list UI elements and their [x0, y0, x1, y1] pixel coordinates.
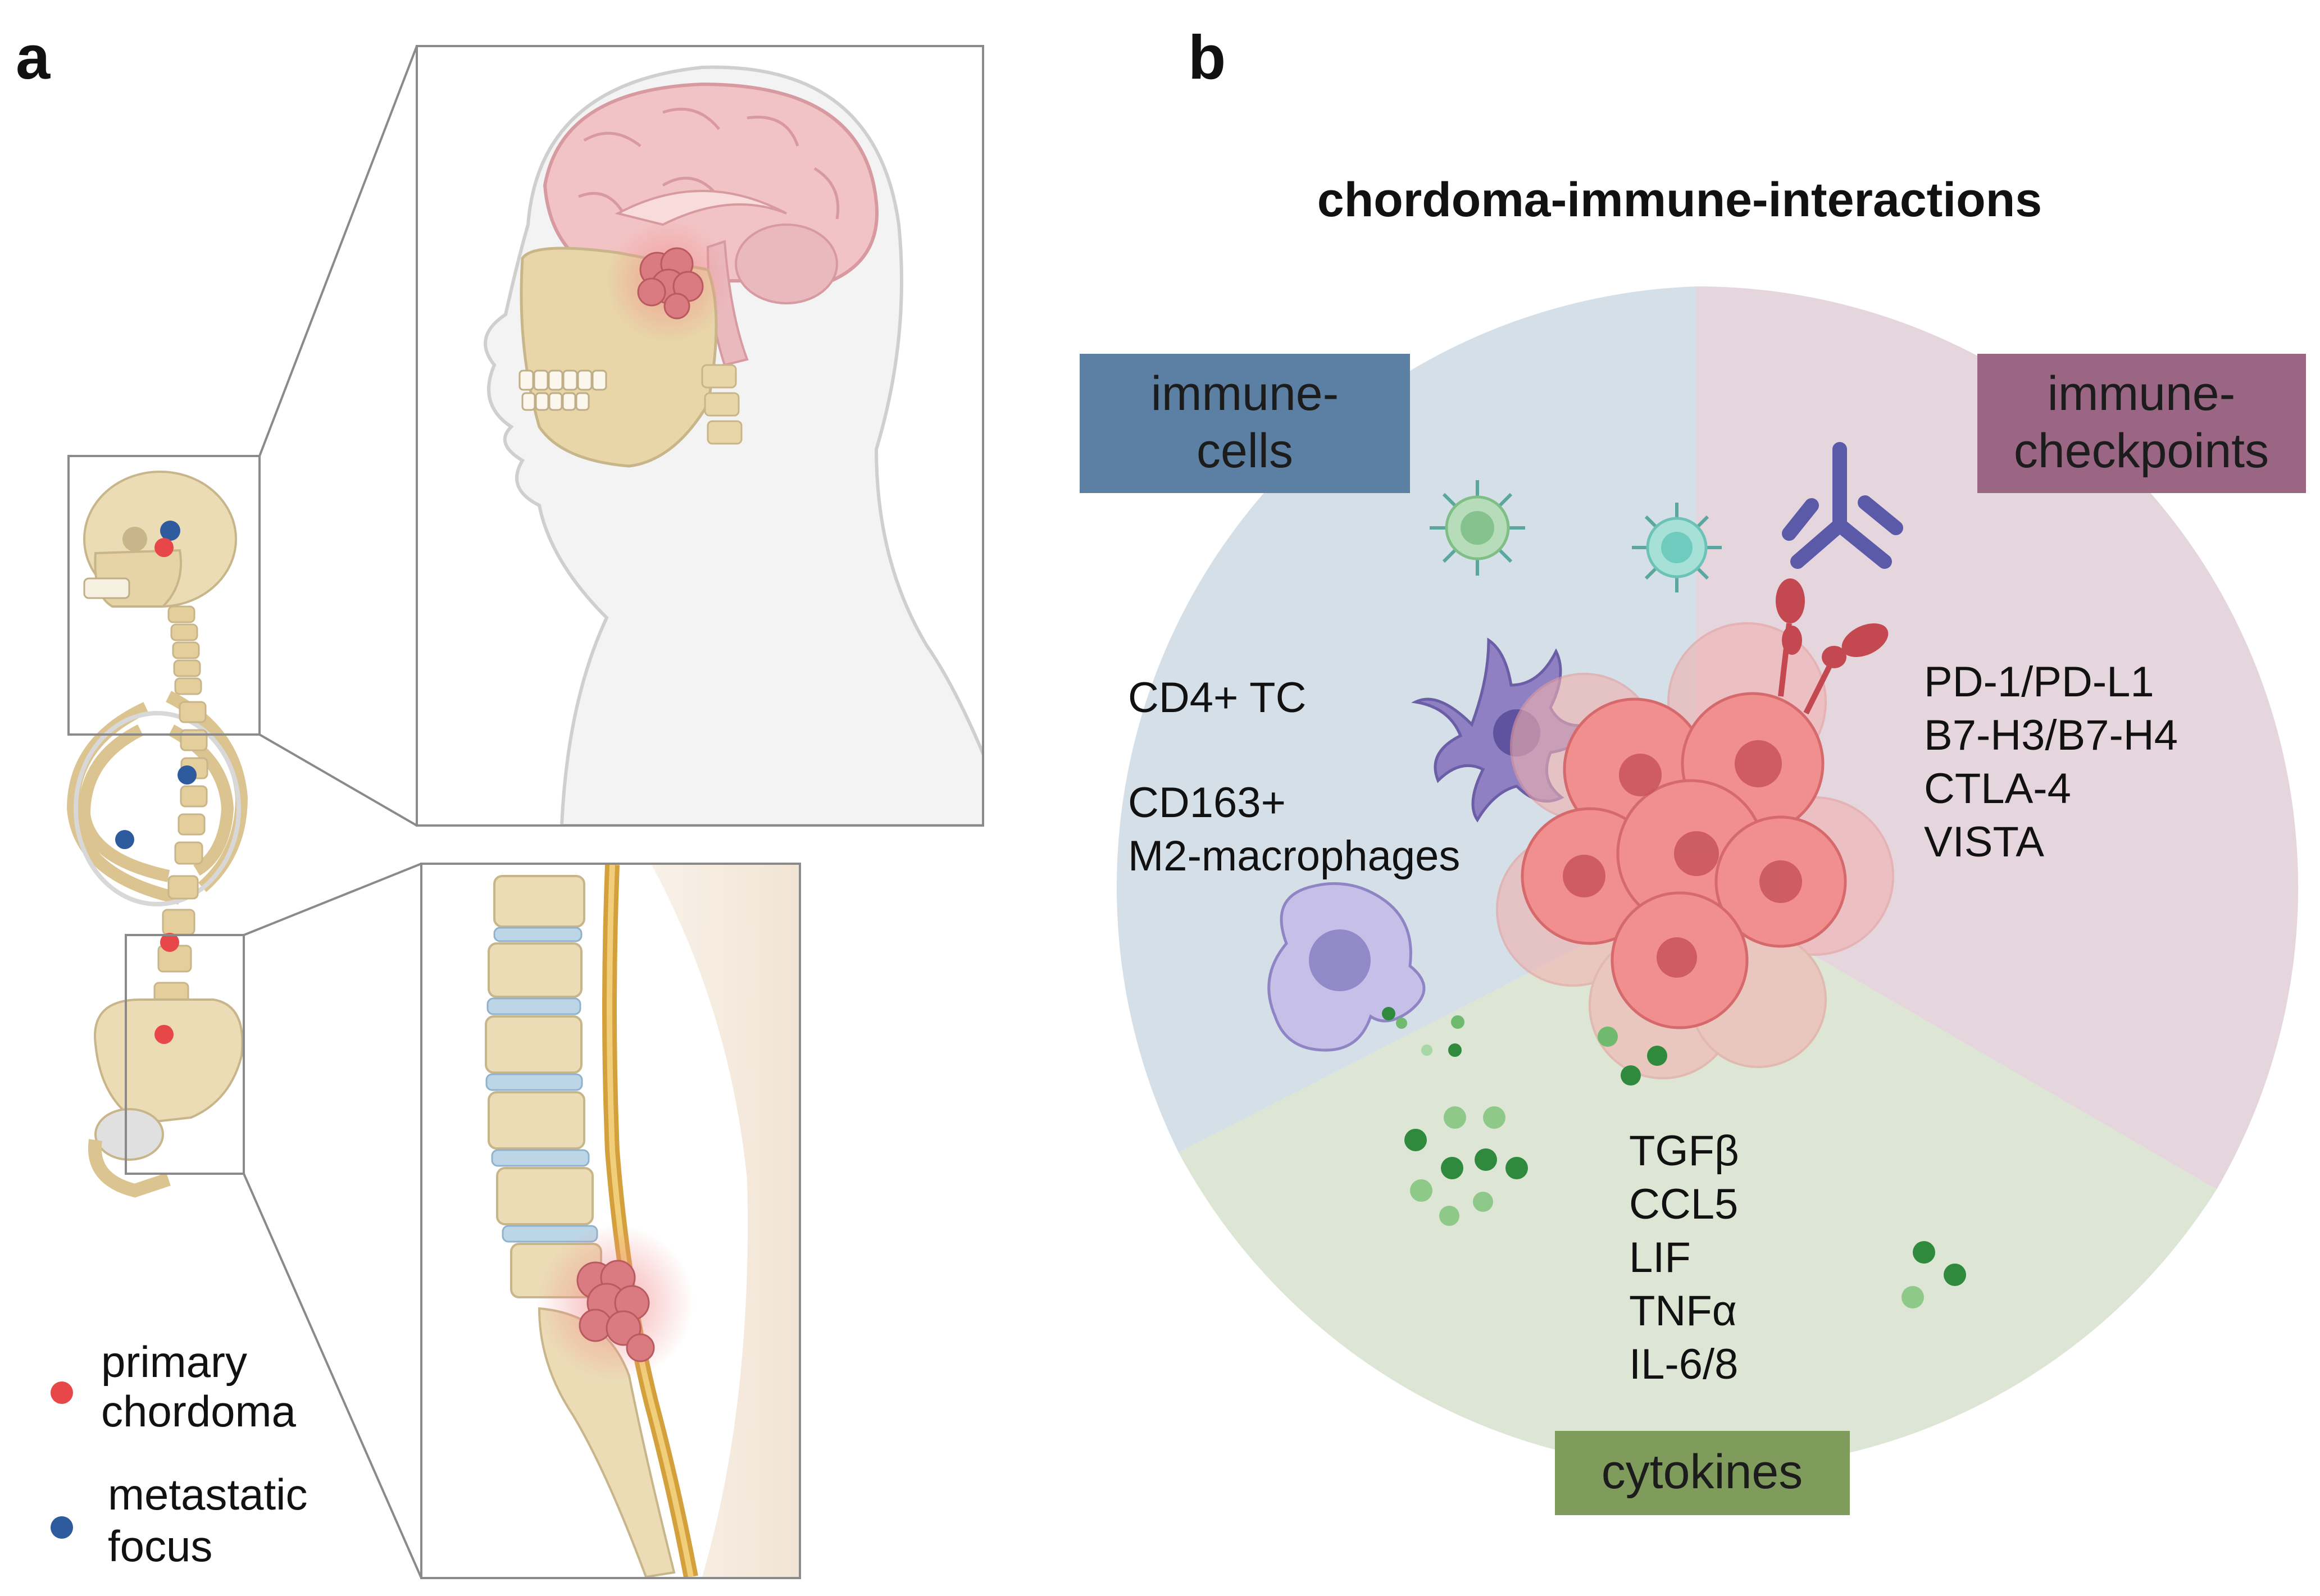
cytokines-label-box — [1555, 1431, 1850, 1515]
head-inset — [416, 45, 984, 827]
spine-inset — [420, 863, 801, 1579]
legend-metastatic-swatch — [51, 1516, 73, 1539]
panel-b-letter: b — [1188, 23, 1226, 92]
immune-cells-label-line1: immune- — [1151, 367, 1339, 421]
zoom-connector-lines — [243, 45, 422, 1579]
metastasis-dot-thorax — [178, 765, 197, 785]
cytokine-item: TNFα — [1629, 1287, 1737, 1335]
legend-primary-swatch — [51, 1381, 73, 1404]
legend-primary-line2: chordoma — [101, 1387, 296, 1436]
t-cell-icon — [1430, 480, 1525, 576]
legend-metastatic-line2: focus — [108, 1521, 212, 1571]
primary-dot-skull — [154, 538, 174, 557]
checkpoint-item: PD-1/PD-L1 — [1924, 658, 2154, 706]
metastasis-dot-rib — [115, 830, 134, 849]
immune-cell-item: CD4+ TC — [1128, 674, 1306, 722]
checkpoint-item: B7-H3/B7-H4 — [1924, 712, 2178, 759]
cytokine-item: CCL5 — [1629, 1180, 1738, 1228]
primary-dot-sacrum — [154, 1025, 174, 1044]
immune-cell-item: M2-macrophages — [1128, 832, 1460, 880]
immune-checkpoints-label-box — [1977, 354, 2306, 493]
t-cell-icon — [1632, 503, 1722, 592]
panel-b-title: chordoma-immune-interactions — [1317, 173, 2042, 227]
metastasis-dot-skull — [160, 521, 180, 541]
primary-dot-lumbar — [160, 933, 179, 952]
legend: primary chordoma metastatic focus — [51, 1337, 307, 1571]
legend-primary-line1: primary — [101, 1337, 247, 1387]
immune-cell-item: CD163+ — [1128, 779, 1286, 827]
sacral-tumour — [576, 1260, 655, 1362]
cytokine-list: TGFβ CCL5 LIF TNFα IL-6/8 — [1629, 1127, 1739, 1388]
antibody-icon — [1782, 442, 1903, 569]
cytokines-label: cytokines — [1602, 1445, 1803, 1499]
cytokine-item: LIF — [1629, 1234, 1691, 1282]
head-tumour — [637, 247, 704, 320]
checkpoint-list: PD-1/PD-L1 B7-H3/B7-H4 CTLA-4 VISTA — [1924, 658, 2178, 866]
panel-a-letter: a — [16, 23, 51, 92]
immune-cell-list: CD4+ TC CD163+ M2-macrophages — [1128, 674, 1460, 880]
immune-checkpoints-label-line2: checkpoints — [2014, 424, 2269, 478]
legend-metastatic-line1: metastatic — [108, 1470, 307, 1519]
checkpoint-item: VISTA — [1924, 818, 2044, 866]
macrophage-icon — [1267, 882, 1426, 1052]
sector-cytokines — [1179, 887, 2217, 1470]
skeleton-illustration — [66, 471, 248, 1198]
immune-cells-label-box — [1080, 354, 1410, 493]
skull-zoom-frame — [67, 455, 261, 736]
checkpoint-item: CTLA-4 — [1924, 765, 2071, 813]
cytokine-item: TGFβ — [1629, 1127, 1739, 1175]
cytokine-item: IL-6/8 — [1629, 1340, 1738, 1388]
checkpoint-receptor-icon — [1776, 578, 1805, 697]
immune-checkpoints-label-line1: immune- — [2048, 367, 2236, 421]
checkpoint-receptor-icon — [1803, 623, 1889, 715]
cytokine-particles — [1404, 1015, 1966, 1308]
spine-zoom-frame — [125, 934, 245, 1175]
immune-cells-label-line2: cells — [1197, 424, 1293, 478]
